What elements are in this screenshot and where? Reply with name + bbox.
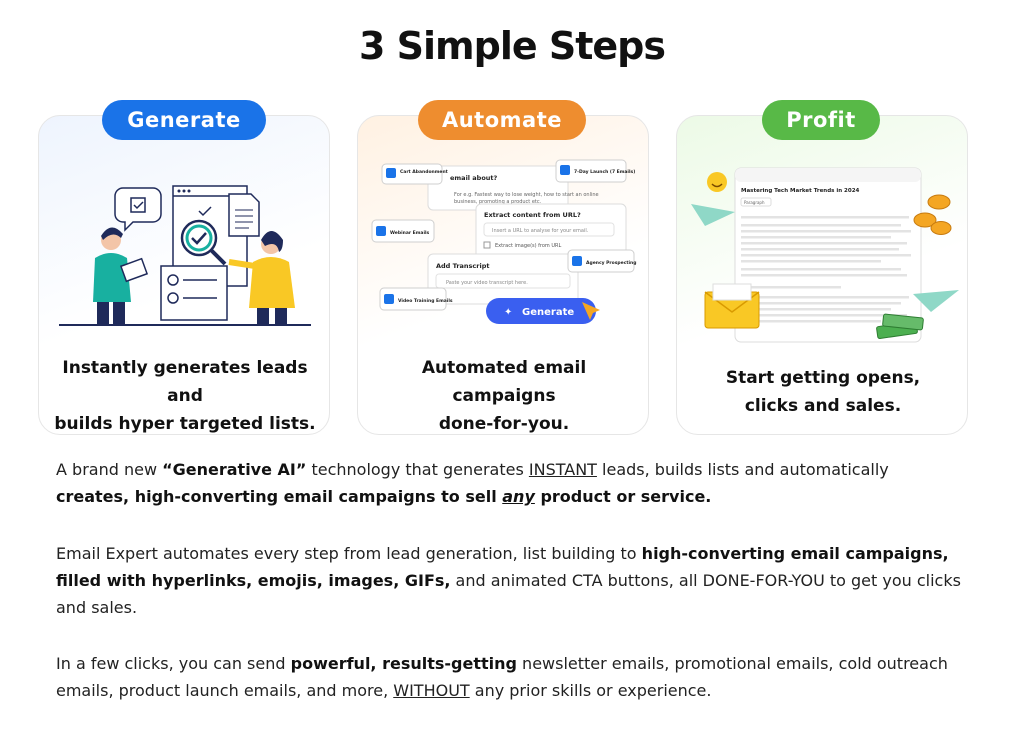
svg-text:Webinar Emails: Webinar Emails	[390, 230, 430, 236]
generate-card: Instantly generates leads and builds hyp…	[38, 115, 330, 435]
doc-title: Mastering Tech Market Trends in 2024	[741, 188, 860, 194]
intro-paragraph: A brand new “Generative AI” technology t…	[56, 460, 889, 506]
magnifier-check-icon	[180, 219, 227, 266]
automate-caption: Automated email campaigns done-for-you.	[421, 358, 587, 434]
extract-title: Extract content from URL?	[484, 211, 581, 219]
money-stack-icon	[876, 313, 924, 339]
lead-generation-illustration	[59, 185, 311, 326]
automation-paragraph: Email Expert automates every step from l…	[56, 544, 961, 617]
automate-pill: Automate	[418, 100, 586, 140]
profit-pill: Profit	[762, 100, 880, 140]
paper-plane-right-icon	[913, 290, 959, 312]
chat-bubble-icon	[114, 187, 162, 232]
benefits-paragraph: In a few clicks, you can send powerful, …	[56, 654, 948, 700]
tag-video-training-emails: Video Training Emails	[379, 287, 453, 311]
transcript-placeholder: Paste your video transcript here.	[446, 280, 528, 286]
svg-text:7-Day Launch (7 Emails): 7-Day Launch (7 Emails)	[574, 169, 635, 175]
svg-text:business, promoting a product: business, promoting a product etc.	[454, 199, 542, 205]
woman-figure	[228, 231, 295, 325]
envelope-icon	[704, 283, 760, 329]
svg-text:Video Training Emails: Video Training Emails	[398, 298, 453, 304]
svg-text:For e.g. Fastest way to lose w: For e.g. Fastest way to lose weight, how…	[454, 192, 599, 198]
extract-placeholder: Insert a URL to analyse for your email.	[492, 228, 589, 234]
tag-cart-abandonment: Cart Abandonment	[381, 163, 449, 185]
paper-plane-left-icon	[691, 204, 735, 226]
generate-caption: Instantly generates leads and builds hyp…	[54, 358, 316, 434]
page-title: 3 Simple Steps	[358, 24, 666, 68]
generate-pill: Generate	[102, 100, 266, 140]
smile-emoji-icon	[707, 172, 727, 192]
svg-text:Cart Abandonment: Cart Abandonment	[400, 169, 449, 175]
tag-7-day-launch: 7-Day Launch (7 Emails)	[555, 159, 635, 183]
sparkle-icon: ✦	[504, 307, 512, 318]
email-about-label: email about?	[450, 174, 498, 182]
automate-card: email about? For e.g. Fastest way to los…	[357, 115, 649, 435]
transcript-title: Add Transcript	[436, 262, 489, 270]
tag-webinar-emails: Webinar Emails	[371, 219, 435, 243]
extract-images-label: Extract image(s) from URL	[495, 243, 562, 249]
profit-caption: Start getting opens, clicks and sales.	[725, 368, 921, 416]
coins-icon	[913, 194, 952, 235]
generate-button	[486, 298, 596, 324]
man-figure	[93, 227, 149, 325]
doc-text-lines	[741, 216, 911, 323]
document-icon	[228, 193, 260, 237]
email-automation-illustration: email about? For e.g. Fastest way to los…	[371, 159, 636, 324]
profit-illustration: Mastering Tech Market Trends in 2024 Par…	[691, 167, 959, 343]
profit-card: Mastering Tech Market Trends in 2024 Par…	[676, 115, 968, 435]
generate-button-label: Generate	[522, 307, 574, 318]
cursor-icon	[582, 302, 600, 320]
paragraph-select: Paragraph	[744, 200, 765, 205]
svg-text:Agency Prospecting: Agency Prospecting	[586, 260, 636, 266]
tag-agency-prospecting: Agency Prospecting	[567, 249, 636, 273]
checklist-icon	[160, 265, 228, 321]
